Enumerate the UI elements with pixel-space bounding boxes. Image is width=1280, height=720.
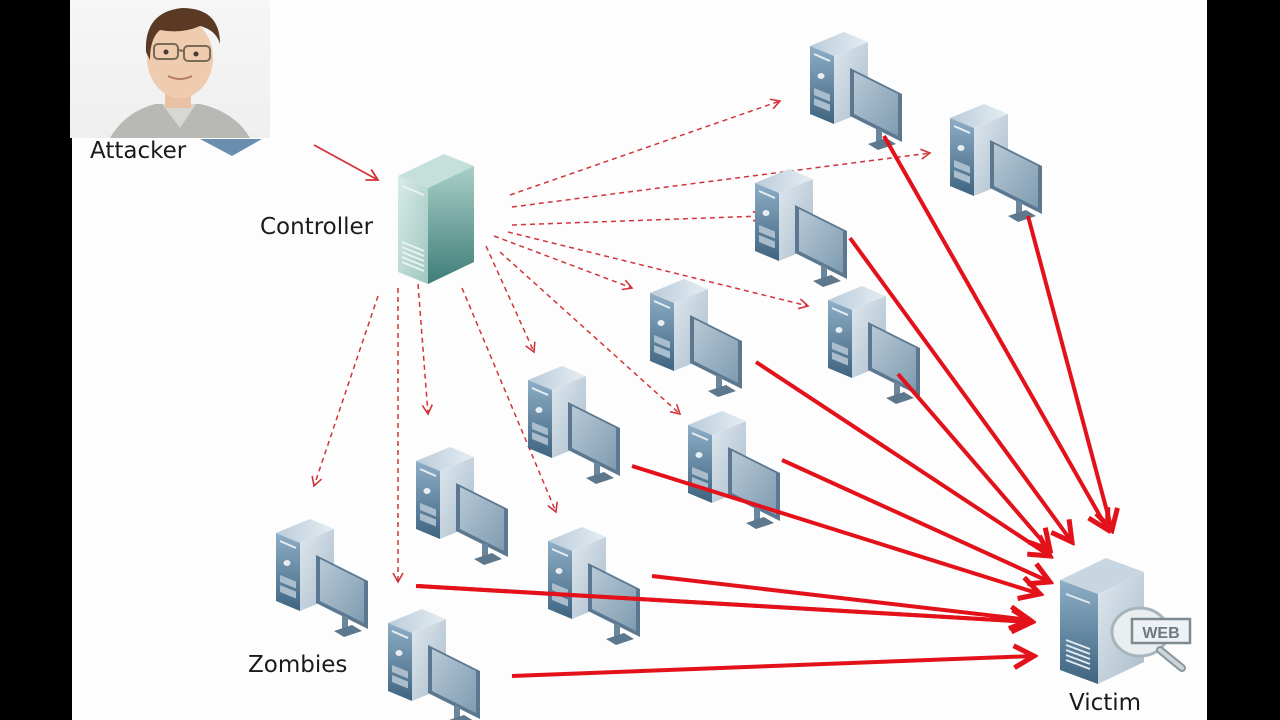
attack-arrow-5 <box>896 372 1050 550</box>
web-badge-text: WEB <box>1142 625 1179 642</box>
controller-server-icon <box>398 154 474 284</box>
zombie-computer-icon <box>688 411 780 529</box>
zombie-computer-icon <box>950 104 1042 222</box>
victim-web-server-icon: WEB <box>1060 558 1192 684</box>
attacker-label: Attacker <box>90 138 187 164</box>
attack-arrow-9 <box>651 574 1030 620</box>
magnifier-icon <box>1110 606 1192 672</box>
victim-label: Victim <box>1069 690 1142 716</box>
attack-arrow-3 <box>848 236 1072 542</box>
command-arrow-11 <box>461 287 558 514</box>
attack-arrow-4 <box>754 360 1050 556</box>
zombie-computer-icon <box>650 279 742 397</box>
attack-arrow-10 <box>511 656 1034 678</box>
attack-arrow-6 <box>631 464 1040 594</box>
command-arrow-8 <box>417 283 434 416</box>
attack-arrow-1 <box>882 135 1108 530</box>
attack-arrow-7 <box>781 458 1050 582</box>
zombie-computer-icon <box>528 366 620 484</box>
command-arrow-7 <box>499 251 682 416</box>
command-arrow-4 <box>493 235 634 291</box>
command-arrow-3 <box>511 210 764 226</box>
attacker-to-controller-arrow <box>313 144 380 181</box>
command-arrow-9 <box>311 295 379 488</box>
zombie-computer-icon <box>276 519 368 637</box>
zombie-computer-icon <box>755 169 847 287</box>
attack-arrow-11 <box>415 584 1032 622</box>
attacker-label-decoration <box>200 139 262 156</box>
zombie-computer-icon <box>416 447 508 565</box>
zombies-label: Zombies <box>248 652 348 678</box>
zombie-computer-icon <box>810 32 902 150</box>
command-arrows <box>311 98 932 584</box>
attack-arrow-2 <box>1026 215 1112 530</box>
zombie-computers <box>276 32 1042 720</box>
controller-label: Controller <box>260 214 374 240</box>
command-arrow-2 <box>511 148 932 208</box>
command-arrow-1 <box>509 98 782 196</box>
zombie-computer-icon <box>388 609 480 720</box>
attack-arrows <box>415 135 1112 678</box>
command-arrow-5 <box>507 231 810 310</box>
zombie-computer-icon <box>548 527 640 645</box>
zombie-computer-icon <box>828 286 920 404</box>
attacker-photo <box>70 0 270 138</box>
command-arrow-6 <box>485 245 536 354</box>
